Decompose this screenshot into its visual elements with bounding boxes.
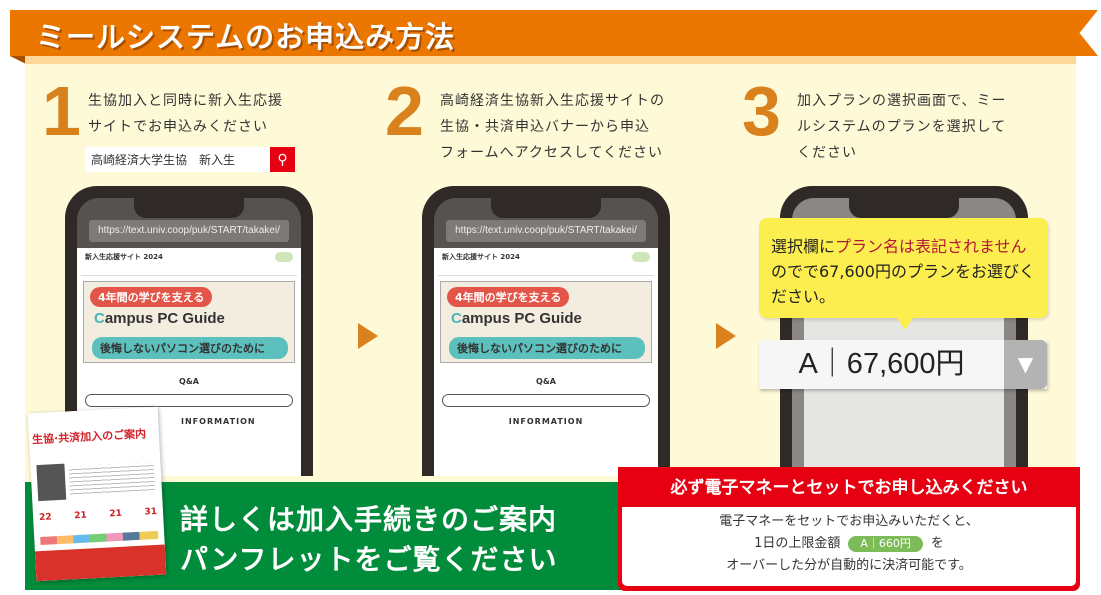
pamphlet-title: 生協·共済加入のご案内 (27, 406, 160, 448)
plan-select[interactable]: A｜67,600円 ▼ (759, 340, 1047, 389)
notice-line3: オーバーした分が自動的に決済可能です。 (726, 558, 972, 573)
hint-text: のでで67,600円のプランをお選びください。 (771, 262, 1035, 306)
pamphlet-chips (40, 530, 159, 546)
banner-c: C (451, 310, 462, 327)
day: 22 (38, 512, 52, 524)
step-number-3: 3 (742, 72, 781, 150)
step-line: 生協加入と同時に新入生応援 (88, 93, 283, 109)
pc-guide-banner: 4年間の学びを支える Campus PC Guide 後悔しないパソコン選びのために (83, 281, 295, 363)
day: 21 (109, 508, 123, 520)
notice-body: 電子マネーをセットでお申込みいただくと、 1日の上限金額 A｜660円を オーバー… (622, 507, 1076, 586)
step-3-text: 加入プランの選択画面で、ミールシステムのプランを選択してください (797, 88, 1006, 166)
banner-c: C (94, 310, 105, 327)
notice-text: 1日の上限金額 (754, 536, 841, 551)
day: 21 (74, 510, 88, 522)
banner-line3: 後悔しないパソコン選びのために (92, 337, 288, 359)
notice-line2: 1日の上限金額 A｜660円を (622, 533, 1076, 555)
pamphlet-line2: パンフレットをご覧ください (180, 543, 558, 576)
title-banner (10, 10, 1098, 56)
banner-rest: ampus PC Guide (104, 310, 225, 327)
pamphlet-body (68, 462, 155, 497)
step-line: 加入プランの選択画面で、ミー (797, 93, 1007, 109)
day: 31 (144, 506, 158, 518)
phone-notch (134, 198, 244, 218)
qa-heading: Q&A (179, 377, 199, 386)
step-number-2: 2 (385, 72, 424, 150)
plan-select-value[interactable]: A｜67,600円 (798, 348, 965, 380)
step-line: ルシステムのプランを選択して (797, 119, 1007, 135)
banner-line2: Campus PC Guide (451, 310, 582, 327)
url-bar: https://text.univ.coop/puk/START/takakei… (446, 220, 646, 242)
limit-badge: A｜660円 (848, 536, 923, 552)
site-nav (438, 266, 654, 276)
pc-guide-banner: 4年間の学びを支える Campus PC Guide 後悔しないパソコン選びのために (440, 281, 652, 363)
banner-line1: 4年間の学びを支える (447, 287, 570, 307)
info-heading: INFORMATION (181, 417, 256, 426)
url-bar: https://text.univ.coop/puk/START/takakei… (89, 220, 289, 242)
phone-notch (849, 198, 959, 218)
site-nav (81, 266, 297, 276)
phone-notch (491, 198, 601, 218)
pamphlet-photo (36, 463, 67, 502)
arrow-right-icon (358, 323, 378, 349)
banner-rest: ampus PC Guide (461, 310, 582, 327)
pamphlet-line1: 詳しくは加入手続きのご案内 (180, 503, 558, 536)
step-number-1: 1 (42, 72, 81, 150)
site-title: 新入生応援サイト 2024 (442, 253, 520, 261)
arrow-right-icon (716, 323, 736, 349)
notice-line1: 電子マネーをセットでお申込みいただくと、 (719, 514, 979, 529)
step-1-text: 生協加入と同時に新入生応援サイトでお申込みください (88, 88, 283, 140)
pamphlet-image: 生協·共済加入のご案内 22 21 21 31 (27, 406, 167, 582)
notice-box: 必ず電子マネーとセットでお申し込みください 電子マネーをセットでお申込みいただく… (618, 467, 1080, 591)
search-input[interactable]: 高崎経済大学生協 新入生 (91, 153, 236, 167)
info-heading: INFORMATION (508, 417, 584, 426)
notice-heading: 必ず電子マネーとセットでお申し込みください (670, 478, 1028, 498)
search-icon[interactable]: ⚲ (270, 147, 295, 172)
step-2-text: 高崎経済生協新入生応援サイトの生協・共済申込バナーから申込フォームへアクセスして… (440, 88, 665, 166)
step-line: サイトでお申込みください (88, 119, 268, 135)
site-button (274, 252, 293, 262)
chevron-down-icon[interactable]: ▼ (1004, 340, 1047, 389)
banner-line1: 4年間の学びを支える (90, 287, 213, 307)
step-line: フォームへアクセスしてください (440, 145, 664, 161)
phone-mockup-2: https://text.univ.coop/puk/START/takakei… (422, 186, 670, 476)
banner-fold (10, 56, 26, 64)
site-title: 新入生応援サイト 2024 (85, 253, 163, 261)
step-line: ください (797, 145, 857, 161)
pamphlet-message: 詳しくは加入手続きのご案内パンフレットをご覧ください (180, 500, 558, 580)
qa-heading: Q&A (536, 377, 556, 386)
qa-search-bar (442, 394, 650, 407)
pamphlet-days: 22 21 21 31 (39, 507, 157, 523)
step-line: 生協・共済申込バナーから申込 (440, 119, 650, 135)
search-box[interactable]: 高崎経済大学生協 新入生 ⚲ (85, 147, 295, 172)
hint-emphasis: プラン名は表記されません (835, 237, 1027, 256)
notice-text: を (930, 536, 944, 551)
site-button (631, 252, 650, 262)
qa-search-bar (85, 394, 293, 407)
step-line: 高崎経済生協新入生応援サイトの (440, 93, 665, 109)
banner-line3: 後悔しないパソコン選びのために (449, 337, 645, 359)
hint-text: 選択欄に (771, 237, 836, 256)
page-title: ミールシステムのお申込み方法 (36, 20, 456, 54)
banner-line2: Campus PC Guide (94, 310, 225, 327)
phone-screen: 新入生応援サイト 2024 4年間の学びを支える Campus PC Guide 後… (434, 248, 658, 476)
panel-strip (25, 56, 1076, 64)
hint-bubble: 選択欄にプラン名は表記されませんのでで67,600円のプランをお選びください。 (759, 218, 1048, 330)
